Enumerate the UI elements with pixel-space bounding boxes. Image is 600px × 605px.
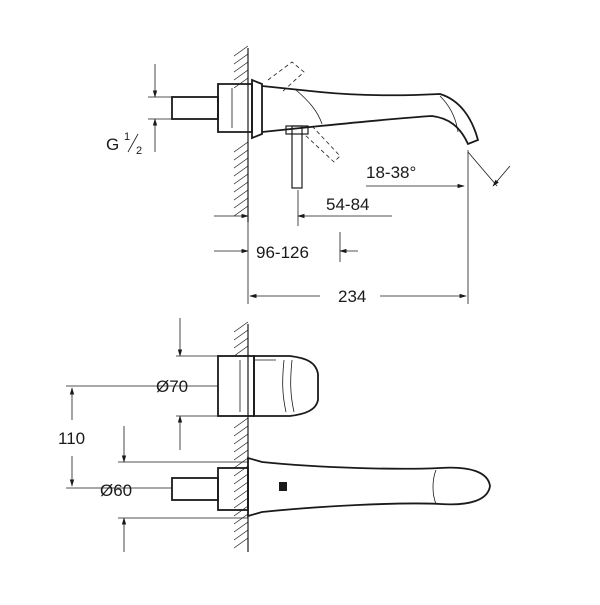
hatch-line [233, 77, 249, 89]
hatch-line [233, 497, 249, 509]
handle-top [253, 355, 319, 417]
hatch-line [233, 189, 249, 201]
angle-label: 18-38° [366, 163, 416, 182]
hatch-line [233, 197, 249, 209]
hatch-line [233, 417, 249, 429]
hatch-line [233, 433, 249, 445]
hatch-line [233, 141, 249, 153]
wall-hatching-top [233, 321, 249, 549]
concealed-body [217, 83, 253, 133]
handle-range-lower [303, 125, 341, 163]
hatch-line [233, 181, 249, 193]
depth-short-label: 54-84 [326, 195, 369, 214]
thread-fraction-den: 2 [136, 145, 142, 157]
center-distance-label: 110 [58, 429, 85, 448]
depth-long-label: 96-126 [256, 243, 309, 262]
hatch-line [233, 489, 249, 501]
hatch-line [233, 321, 249, 333]
spout-top [247, 456, 491, 518]
brand-logo [279, 482, 287, 491]
projection-label: 234 [338, 287, 366, 306]
hatch-line [233, 473, 249, 485]
hatch-line [233, 45, 249, 57]
hatch-line [233, 537, 249, 549]
inlet-pipe [171, 96, 219, 120]
handle-base-top [217, 355, 255, 417]
hatch-line [233, 441, 249, 453]
thread-label: G [106, 135, 119, 154]
hatch-line [233, 61, 249, 73]
spout-side [261, 85, 480, 146]
wall-hatching-side [233, 45, 249, 217]
hatch-line [233, 505, 249, 517]
hatch-line [233, 345, 249, 357]
inlet-pipe-top [171, 477, 219, 501]
side-view: G 1 2 18-38° 54-84 96-126 234 [106, 45, 511, 306]
hatch-line [233, 457, 249, 469]
hatch-line [233, 149, 249, 161]
hatch-line [233, 425, 249, 437]
hatch-line [233, 521, 249, 533]
hatch-line [233, 205, 249, 217]
hatch-line [233, 481, 249, 493]
hatch-line [233, 165, 249, 177]
hatch-line [233, 69, 249, 81]
diameter-body-label: Ø70 [156, 377, 188, 396]
hatch-line [233, 529, 249, 541]
hatch-line [233, 53, 249, 65]
hatch-line [233, 157, 249, 169]
hatch-line [233, 513, 249, 525]
hatch-line [233, 329, 249, 341]
handle-range-upper [267, 61, 305, 93]
diameter-spout-label: Ø60 [100, 481, 132, 500]
rosette-side [251, 78, 263, 140]
top-view: Ø70 110 Ø60 [58, 318, 491, 552]
handle-lever [291, 125, 303, 189]
hatch-line [233, 337, 249, 349]
thread-fraction-num: 1 [124, 131, 130, 143]
hatch-line [233, 449, 249, 461]
hatch-line [233, 173, 249, 185]
